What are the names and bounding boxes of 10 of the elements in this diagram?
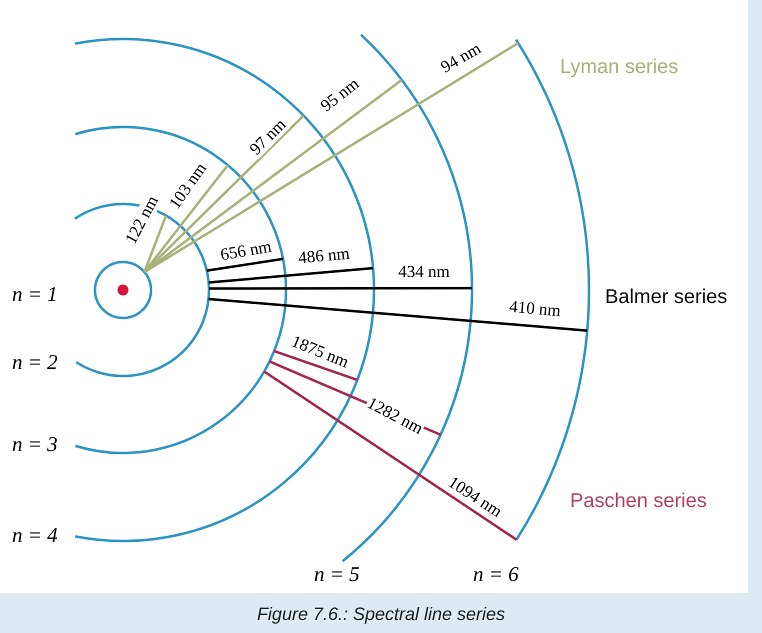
orbit-label: n = 4 (12, 522, 58, 548)
series-label: Paschen series (570, 489, 707, 514)
series-label: Balmer series (605, 285, 728, 310)
orbit-label: n = 1 (12, 281, 58, 307)
orbit-label: n = 2 (12, 349, 58, 375)
orbit-label: n = 6 (473, 561, 519, 587)
orbit-label: n = 5 (314, 561, 360, 587)
series-label: Lyman series (560, 55, 678, 80)
figure-caption: Figure 7.6.: Spectral line series (256, 603, 506, 626)
orbit-label: n = 3 (12, 431, 58, 457)
